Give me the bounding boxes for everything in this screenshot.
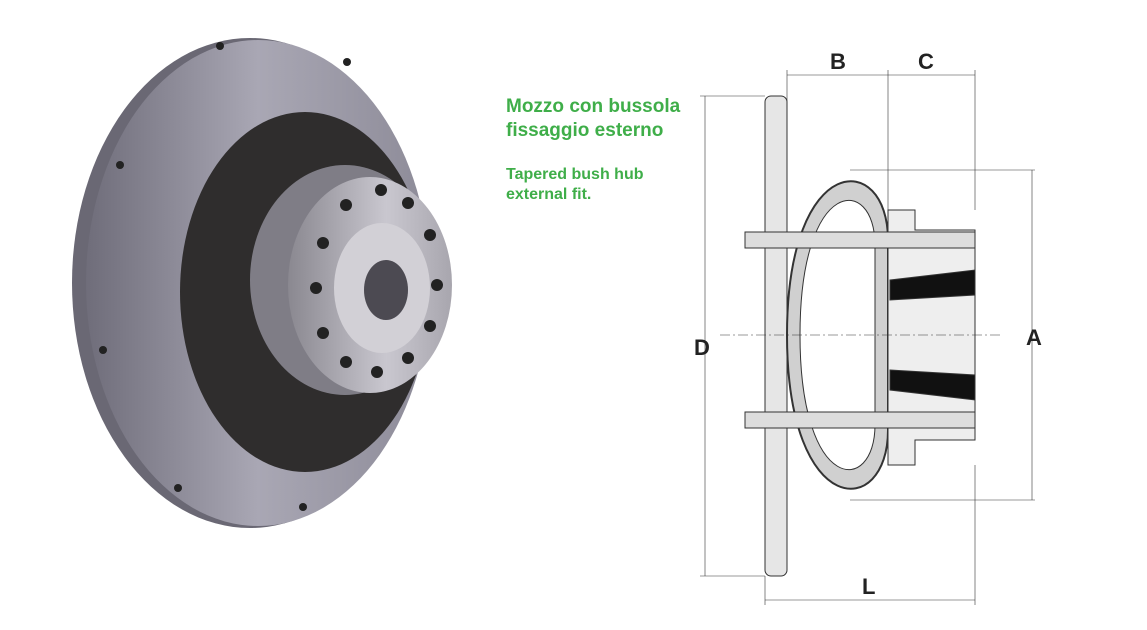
caption-english: Tapered bush hub external fit. — [506, 165, 706, 205]
dimension-c-label: C — [918, 49, 934, 74]
dimension-l-label: L — [862, 574, 875, 599]
technical-drawing — [700, 70, 1035, 605]
coupling-3d-render — [72, 38, 452, 528]
caption-english-line2: external fit. — [506, 186, 592, 203]
dimension-b-label: B — [830, 49, 846, 74]
dimension-d-label: D — [694, 335, 710, 360]
caption-english-line1: Tapered bush hub — [506, 166, 644, 183]
caption-italian-line1: Mozzo con bussola — [506, 96, 681, 117]
dimension-a-label: A — [1026, 325, 1042, 350]
caption-italian-line2: fissaggio esterno — [506, 120, 664, 141]
caption-italian: Mozzo con bussola fissaggio esterno — [506, 95, 736, 143]
